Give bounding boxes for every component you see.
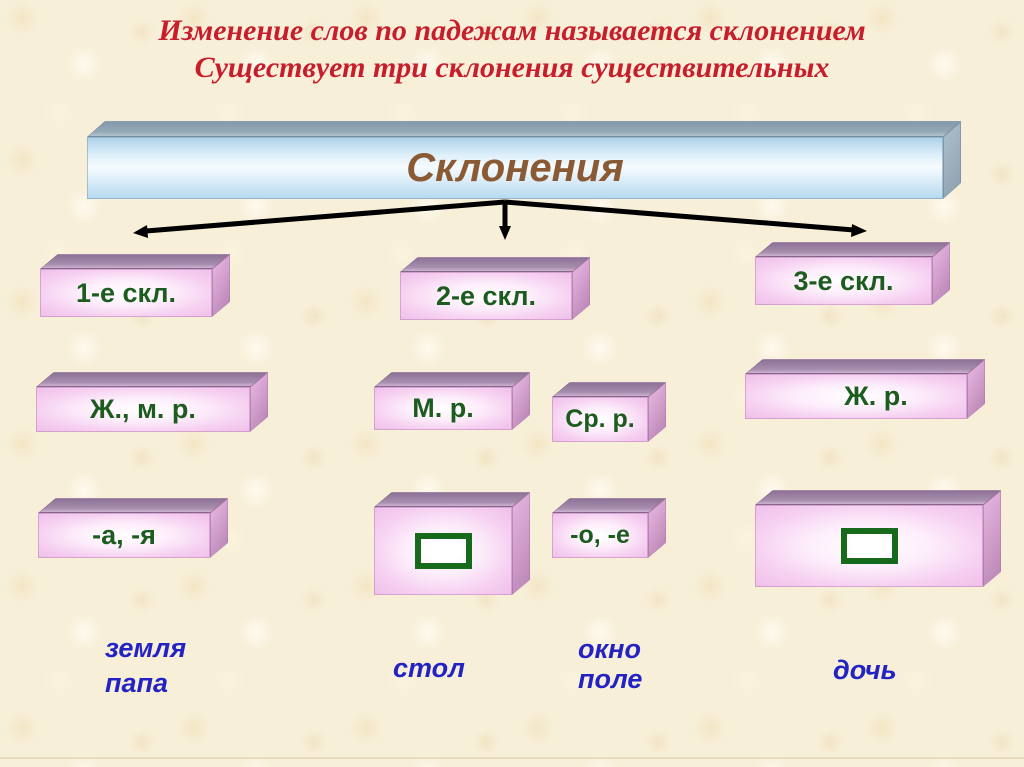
box-front-face: -о, -е (552, 513, 648, 558)
header-bar: Склонения (87, 121, 962, 199)
box-front-face: 3-е скл. (755, 257, 932, 305)
box-front-face: 1-е скл. (40, 269, 212, 317)
box-front-face: Ср. р. (552, 397, 648, 442)
box-gender-third: Ж. р. (745, 358, 985, 419)
example-word: папа (105, 668, 169, 698)
ending-second-neut-label: -о, -е (570, 521, 630, 549)
box-top-face (374, 492, 530, 507)
header-label: Склонения (406, 145, 624, 190)
box-front-face: М. р. (374, 387, 512, 430)
box-ending-first: -а, -я (38, 497, 228, 558)
bottom-divider (0, 757, 1024, 759)
box-ending-second-masc (374, 491, 530, 595)
example-word: поле (578, 664, 643, 694)
box-declension-1: 1-е скл. (40, 253, 230, 317)
box-gender-second-neut: Ср. р. (552, 381, 666, 442)
arrow-to-first-declension (133, 199, 506, 238)
box-front-face: Ж., м. р. (36, 387, 250, 432)
declension-3-label: 3-е скл. (793, 265, 894, 296)
box-side-face (512, 491, 530, 595)
box-declension-2: 2-е скл. (400, 256, 590, 320)
box-gender-first: Ж., м. р. (36, 371, 268, 432)
declension-2-label: 2-е скл. (435, 280, 537, 311)
declension-1-label: 1-е скл. (75, 277, 177, 308)
box-declension-3: 3-е скл. (755, 241, 950, 305)
gender-third-label: Ж. р. (844, 381, 908, 411)
box-ending-third (755, 489, 1001, 587)
gender-second-masc-label: М. р. (412, 393, 474, 423)
title-line-1: Изменение слов по падежам называется скл… (158, 14, 866, 47)
example-word: стол (393, 653, 465, 683)
box-front-face (755, 505, 983, 587)
example-word: окно (578, 634, 641, 664)
box-top-face (755, 242, 950, 257)
slide-title: Изменение слов по падежам называется скл… (0, 12, 1024, 86)
gender-first-label: Ж., м. р. (90, 394, 196, 424)
arrow-to-second-declension (499, 201, 511, 240)
box-front-face (374, 507, 512, 595)
box-top-face (755, 490, 1001, 505)
zero-ending-icon (414, 533, 472, 569)
title-line-2: Существует три склонения существительных (194, 51, 830, 84)
box-top-face (374, 372, 530, 387)
box-top-face (38, 498, 228, 513)
arrow-to-third-declension (504, 199, 867, 237)
gender-second-neut-label: Ср. р. (565, 405, 635, 433)
ending-first-label: -а, -я (92, 520, 156, 550)
box-front-face: -а, -я (38, 513, 210, 558)
header-bar-front-face: Склонения (87, 137, 943, 199)
box-ending-second-neut: -о, -е (552, 497, 666, 558)
box-top-face (745, 359, 985, 374)
box-top-face (400, 257, 590, 272)
zero-ending-icon (840, 528, 898, 564)
box-front-face: Ж. р. (745, 374, 967, 419)
example-word: дочь (833, 655, 897, 685)
box-top-face (40, 254, 230, 269)
example-word: земля (105, 633, 187, 663)
box-front-face: 2-е скл. (400, 272, 572, 320)
box-gender-second-masc: М. р. (374, 371, 530, 430)
box-side-face (983, 489, 1001, 587)
box-top-face (36, 372, 268, 387)
